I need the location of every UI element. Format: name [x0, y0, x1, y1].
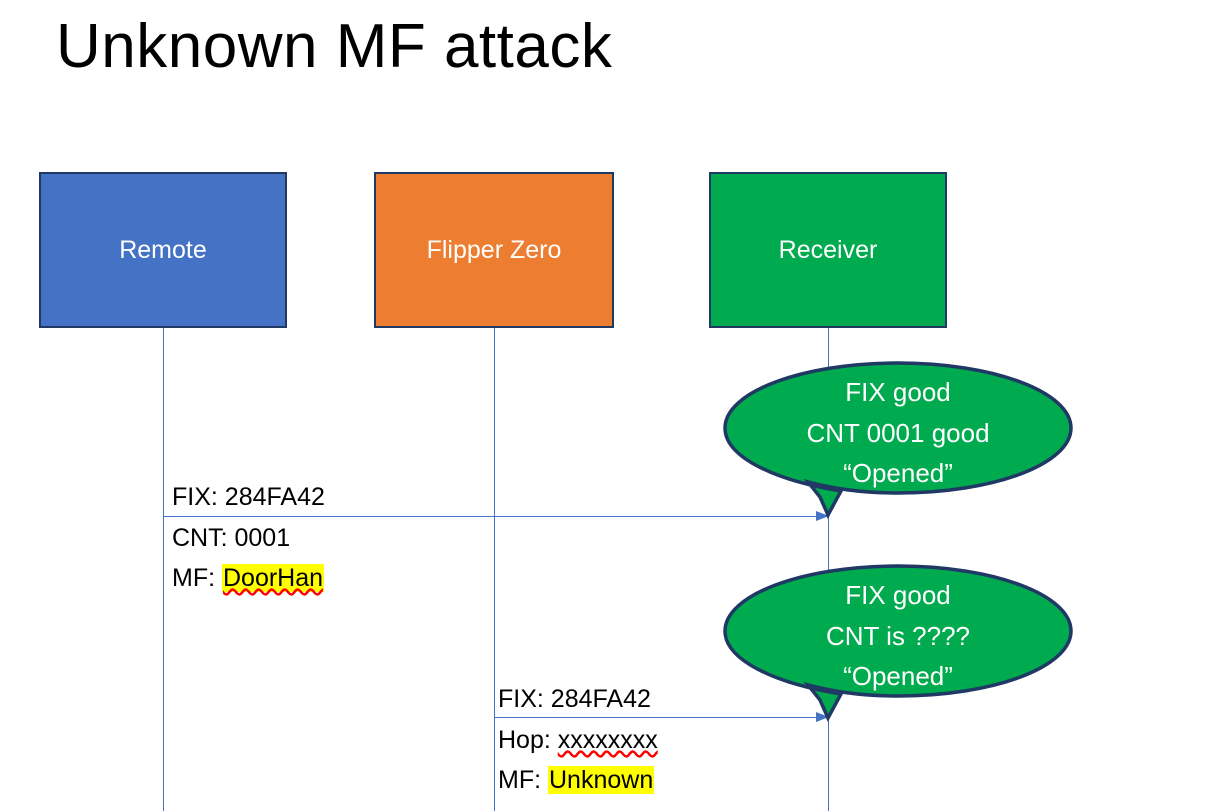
message-2-line-1-value: 284FA42: [550, 685, 651, 713]
message-label-2: FIX: 284FA42: [498, 679, 651, 719]
message-arrow-2: [494, 712, 829, 722]
message-1-line-3-value: DoorHan: [222, 564, 325, 592]
message-2-line-1-label: FIX:: [498, 685, 551, 713]
bubble-2-shape: [723, 564, 1073, 722]
message-arrow-1: [163, 511, 829, 521]
message-2-line-2-label: Hop:: [498, 726, 558, 754]
lifeline-flipper: [494, 328, 495, 811]
bubble-1-shape: [723, 361, 1073, 519]
message-1-line-2-label: CNT:: [172, 524, 235, 552]
message-2-line-3-label: MF:: [498, 766, 548, 794]
message-2-line-2: Hop: xxxxxxxx: [498, 720, 658, 760]
message-1-line-2: CNT: 0001: [172, 518, 324, 558]
message-2-line-2-value: xxxxxxxx: [557, 726, 658, 754]
message-1-line-3: MF: DoorHan: [172, 558, 325, 598]
message-1-line-1-value: 284FA42: [224, 483, 325, 511]
message-2-line-3: MF: Unknown: [498, 760, 658, 800]
actor-box-remote[interactable]: Remote: [39, 172, 287, 328]
message-1-line-3-label: MF:: [172, 564, 222, 592]
actor-label-remote: Remote: [119, 236, 207, 264]
actor-box-receiver[interactable]: Receiver: [709, 172, 947, 328]
message-1-line-1-label: FIX:: [172, 483, 225, 511]
speech-bubble-2[interactable]: FIX good CNT is ???? “Opened”: [723, 563, 1073, 722]
message-2-line-1: FIX: 284FA42: [498, 679, 651, 719]
message-label-1: FIX: 284FA42: [172, 477, 325, 517]
message-2-line-3-value: Unknown: [548, 766, 655, 794]
actor-box-flipper[interactable]: Flipper Zero: [374, 172, 614, 328]
speech-bubble-1[interactable]: FIX good CNT 0001 good “Opened”: [723, 360, 1073, 519]
message-1-line-1: FIX: 284FA42: [172, 477, 325, 517]
message-label-1-body: CNT: 0001 MF: DoorHan: [172, 518, 325, 598]
page-title: Unknown MF attack: [56, 12, 613, 81]
message-1-line-2-value: 0001: [234, 524, 291, 552]
actor-label-flipper: Flipper Zero: [426, 236, 562, 264]
lifeline-remote: [163, 328, 164, 811]
message-label-2-body: Hop: xxxxxxxx MF: Unknown: [498, 720, 658, 800]
actor-label-receiver: Receiver: [778, 236, 878, 264]
